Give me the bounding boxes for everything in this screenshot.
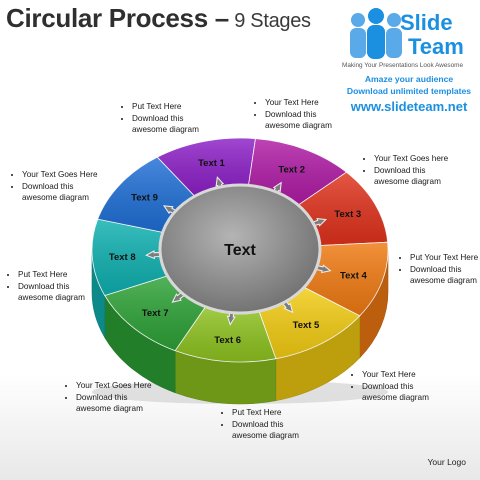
note-line: Download this — [18, 281, 85, 293]
note-line: awesome diagram — [22, 193, 89, 202]
note-line: Download this — [22, 181, 98, 193]
note-line: awesome diagram — [76, 404, 143, 413]
note-line: awesome diagram — [410, 276, 477, 285]
note-line: awesome diagram — [265, 121, 332, 130]
note-line: Put Your Text Here — [410, 252, 478, 264]
logo-url[interactable]: www.slideteam.net — [350, 99, 468, 114]
note-line: Download this — [265, 109, 332, 121]
note-line: Your Text Goes Here — [76, 380, 152, 392]
note-line: Download this — [132, 113, 199, 125]
logo-promo-line2: Download unlimited templates — [346, 86, 472, 96]
title-sub: 9 Stages — [228, 10, 311, 32]
segment-label-8: Text 8 — [109, 252, 136, 263]
note-upper-right: Your Text Goes here Download this awesom… — [364, 153, 448, 188]
note-line: awesome diagram — [374, 177, 441, 186]
note-line: Put Text Here — [18, 269, 85, 281]
note-line: Download this — [374, 165, 448, 177]
note-lower-right: Your Text Here Download this awesome dia… — [352, 369, 429, 404]
segment-label-5: Text 5 — [293, 320, 320, 331]
note-lower-left: Your Text Goes Here Download this awesom… — [66, 380, 152, 415]
segment-shade-9 — [97, 157, 196, 233]
segment-shade-4 — [304, 242, 388, 316]
segment-shade-8 — [91, 219, 167, 296]
title-main: Circular Process – — [6, 3, 229, 33]
center-label: Text — [224, 242, 256, 259]
note-line: Put Text Here — [132, 101, 199, 113]
segment-shade-1 — [157, 138, 256, 197]
note-upper-left: Your Text Goes Here Download this awesom… — [12, 169, 98, 204]
note-line: Download this — [362, 381, 429, 393]
segment-label-9: Text 9 — [131, 193, 158, 204]
note-mid-right: Put Your Text Here Download this awesome… — [400, 252, 478, 287]
segment-label-6: Text 6 — [214, 335, 241, 346]
segment-label-7: Text 7 — [142, 308, 169, 319]
slideteam-logo: Slide Team Making Your Presentations Loo… — [342, 2, 476, 117]
note-line: awesome diagram — [132, 125, 199, 134]
note-line: Download this — [232, 419, 299, 431]
note-line: Download this — [76, 392, 152, 404]
note-line: Put Text Here — [232, 407, 299, 419]
segment-labels: Text 1 Text 2 Text 3 Text 4 Text 5 Text 6 Text… — [109, 158, 368, 346]
note-line: awesome diagram — [362, 393, 429, 402]
segment-label-4: Text 4 — [340, 270, 367, 281]
note-line: Download this — [410, 264, 478, 276]
logo-promo-line1: Amaze your audience — [364, 74, 454, 84]
footer-logo: Your Logo — [427, 457, 466, 467]
note-line: Your Text Here — [362, 369, 429, 381]
segment-label-3: Text 3 — [334, 209, 361, 220]
ring-sides — [91, 249, 389, 405]
segment-label-1: Text 1 — [198, 158, 225, 169]
note-top-center: Your Text Here Download this awesome dia… — [255, 97, 332, 132]
center-hub — [158, 183, 322, 315]
note-top-left: Put Text Here Download this awesome diag… — [122, 101, 199, 136]
note-line: awesome diagram — [18, 293, 85, 302]
segment-shade-6 — [175, 307, 276, 362]
note-mid-left: Put Text Here Download this awesome diag… — [8, 269, 85, 304]
note-line: Your Text Goes here — [374, 153, 448, 165]
logo-brand-line1: Slide — [400, 10, 453, 35]
note-bottom-center: Put Text Here Download this awesome diag… — [222, 407, 299, 442]
logo-tagline: Making Your Presentations Look Awesome — [342, 62, 464, 69]
segment-shade-3 — [297, 172, 388, 246]
page-title: Circular Process – 9 Stages — [6, 3, 311, 34]
segment-label-2: Text 2 — [278, 165, 305, 176]
note-line: Your Text Goes Here — [22, 169, 98, 181]
logo-brand-line2: Team — [408, 34, 464, 59]
note-line: awesome diagram — [232, 431, 299, 440]
note-line: Your Text Here — [265, 97, 332, 109]
people-icon — [350, 8, 402, 59]
